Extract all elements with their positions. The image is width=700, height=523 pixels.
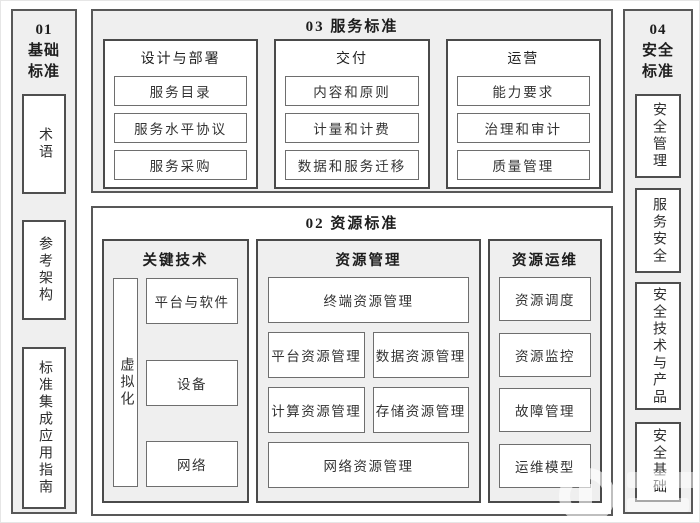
group-title: 资源运维	[512, 253, 578, 269]
title-line: 01	[35, 22, 53, 38]
block-metering-billing: 计量和计费	[285, 113, 419, 143]
block-equipment: 设备	[146, 359, 238, 406]
block-label: 术语	[37, 127, 52, 161]
block-resource-monitoring: 资源监控	[499, 332, 591, 377]
group-design-deploy: 设计与部署 服务目录 服务水平协议 服务采购	[103, 39, 259, 189]
block-label: 参考架构	[37, 236, 52, 304]
block-security-foundation: 安全基础	[635, 422, 681, 502]
group-resource-operations: 资源运维 资源调度 资源监控 故障管理 运维模型	[488, 239, 602, 503]
group-resource-management: 资源管理 终端资源管理 平台资源管理 数据资源管理 计算资源管理 存储资源管理 …	[256, 239, 481, 503]
block-service-catalog: 服务目录	[114, 76, 248, 106]
block-label: 虚拟化	[118, 357, 134, 408]
block-terminal-resource-mgmt: 终端资源管理	[268, 277, 469, 323]
service-standards-section: 03 服务标准 设计与部署 服务目录 服务水平协议 服务采购 交付 内容和原则 …	[91, 9, 613, 193]
group-title: 设计与部署	[140, 52, 221, 67]
block-terminology: 术语	[22, 94, 66, 194]
title-line: 标准	[641, 64, 674, 80]
group-key-technology: 关键技术 虚拟化 平台与软件 设备 网络	[102, 239, 249, 503]
group-title: 资源管理	[335, 253, 402, 269]
resource-management-items: 终端资源管理 平台资源管理 数据资源管理 计算资源管理 存储资源管理 网络资源管…	[258, 272, 479, 501]
resource-operations-items: 资源调度 资源监控 故障管理 运维模型	[490, 272, 600, 501]
block-capability-requirements: 能力要求	[456, 76, 590, 106]
row: 计算资源管理 存储资源管理	[268, 387, 469, 433]
block-service-level-agreement: 服务水平协议	[114, 113, 248, 143]
block-network-resource-mgmt: 网络资源管理	[268, 442, 469, 488]
block-label: 标准集成应用指南	[37, 360, 52, 496]
security-standards-column: 04 安全 标准 安全管理 服务安全 安全技术与产品 安全基础	[623, 9, 693, 514]
block-platform-software: 平台与软件	[146, 278, 238, 324]
block-integration-guide: 标准集成应用指南	[22, 347, 66, 509]
block-reference-architecture: 参考架构	[22, 220, 66, 320]
block-label: 安全基础	[651, 428, 666, 496]
block-label: 安全技术与产品	[651, 286, 666, 406]
block-security-management: 安全管理	[635, 94, 681, 178]
security-standards-title: 04 安全 标准	[625, 20, 691, 83]
service-section-title: 03 服务标准	[305, 19, 399, 35]
service-groups: 设计与部署 服务目录 服务水平协议 服务采购 交付 内容和原则 计量和计费 数据…	[93, 36, 611, 189]
block-service-security: 服务安全	[635, 188, 681, 273]
key-technology-body: 虚拟化 平台与软件 设备 网络	[104, 272, 247, 501]
title-line: 04	[649, 22, 667, 38]
block-governance-audit: 治理和审计	[456, 113, 590, 143]
row: 终端资源管理	[268, 277, 469, 323]
block-compute-resource-mgmt: 计算资源管理	[268, 387, 365, 433]
title-line: 基础	[27, 43, 60, 59]
block-label: 服务安全	[651, 196, 666, 265]
title-line: 标准	[27, 64, 60, 80]
group-delivery: 交付 内容和原则 计量和计费 数据和服务迁移	[274, 39, 430, 189]
block-fault-management: 故障管理	[499, 388, 591, 433]
resource-standards-section: 02 资源标准 关键技术 虚拟化 平台与软件 设备 网络 资源管理	[91, 206, 613, 516]
row: 平台资源管理 数据资源管理	[268, 332, 469, 378]
block-storage-resource-mgmt: 存储资源管理	[372, 387, 469, 433]
group-title: 关键技术	[142, 253, 209, 269]
group-title: 运营	[507, 52, 540, 67]
block-resource-scheduling: 资源调度	[499, 277, 591, 321]
basic-standards-column: 01 基础 标准 术语 参考架构 标准集成应用指南	[11, 9, 77, 514]
group-title: 交付	[335, 52, 368, 67]
resource-groups: 关键技术 虚拟化 平台与软件 设备 网络 资源管理 终端资源管理	[93, 233, 611, 503]
title-line: 安全	[641, 43, 674, 59]
block-data-resource-mgmt: 数据资源管理	[372, 332, 469, 378]
group-operations: 运营 能力要求 治理和审计 质量管理	[445, 39, 601, 189]
block-label: 安全管理	[651, 102, 666, 170]
basic-standards-title: 01 基础 标准	[13, 20, 75, 83]
block-quality-management: 质量管理	[456, 150, 590, 180]
block-data-service-migration: 数据和服务迁移	[285, 150, 419, 180]
block-content-principles: 内容和原则	[285, 76, 419, 106]
key-technology-items: 平台与软件 设备 网络	[146, 278, 238, 487]
block-virtualization: 虚拟化	[113, 278, 138, 487]
resource-section-title: 02 资源标准	[305, 216, 399, 232]
block-platform-resource-mgmt: 平台资源管理	[268, 332, 365, 378]
block-network: 网络	[146, 441, 238, 487]
block-service-procurement: 服务采购	[114, 150, 248, 180]
block-security-tech-products: 安全技术与产品	[635, 282, 681, 410]
block-operations-model: 运维模型	[499, 443, 591, 488]
row: 网络资源管理	[268, 442, 469, 488]
